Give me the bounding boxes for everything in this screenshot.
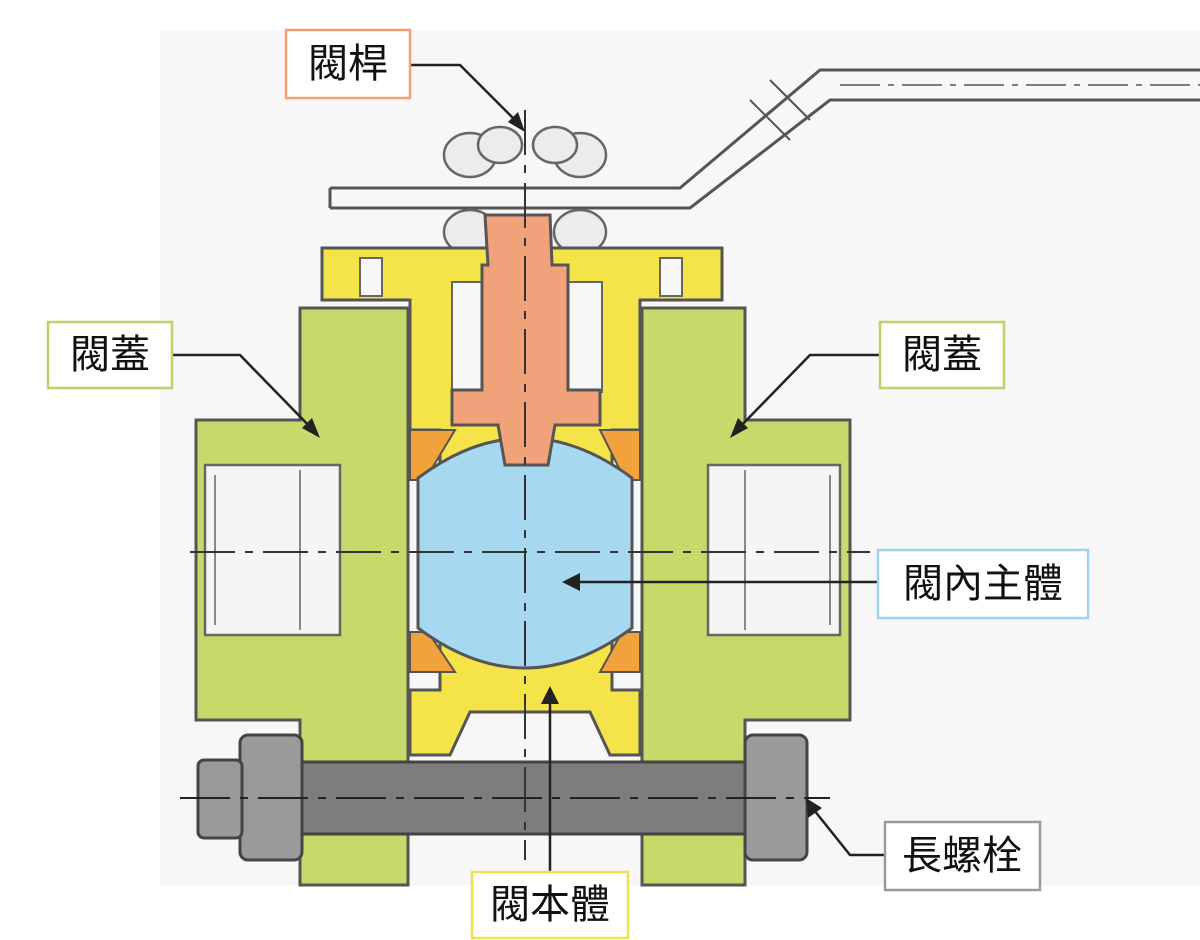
bonnet-right bbox=[640, 306, 852, 887]
label-bolt-box bbox=[883, 820, 1042, 892]
center-lines bbox=[190, 110, 870, 860]
label-bolt: 長螺栓 bbox=[883, 820, 1042, 892]
bonnet-left bbox=[194, 306, 410, 887]
label-ball-text: 閥內主體 bbox=[903, 561, 1063, 607]
arrow-heads bbox=[302, 112, 822, 818]
label-ball: 閥內主體 bbox=[876, 548, 1090, 620]
label-stem-text: 閥桿 bbox=[308, 41, 388, 87]
handle-lever bbox=[328, 68, 1200, 210]
long-bolt bbox=[180, 733, 830, 862]
label-ball-box bbox=[876, 548, 1090, 620]
label-body-box bbox=[470, 870, 630, 940]
label-bolt-text: 長螺栓 bbox=[902, 833, 1022, 879]
label-stem-box bbox=[284, 28, 412, 100]
leader-lines bbox=[172, 63, 885, 872]
label-bonnet-left-text: 閥蓋 bbox=[70, 332, 150, 378]
label-bonnet-right-text: 閥蓋 bbox=[902, 332, 982, 378]
label-bonnet-left: 閥蓋 bbox=[46, 320, 174, 390]
label-bonnet-left-box bbox=[46, 320, 174, 390]
label-bonnet-right: 閥蓋 bbox=[878, 320, 1006, 390]
label-body-text: 閥本體 bbox=[490, 882, 610, 928]
label-body: 閥本體 bbox=[470, 870, 630, 940]
label-bonnet-right-box bbox=[878, 320, 1006, 390]
label-stem: 閥桿 bbox=[284, 28, 412, 100]
